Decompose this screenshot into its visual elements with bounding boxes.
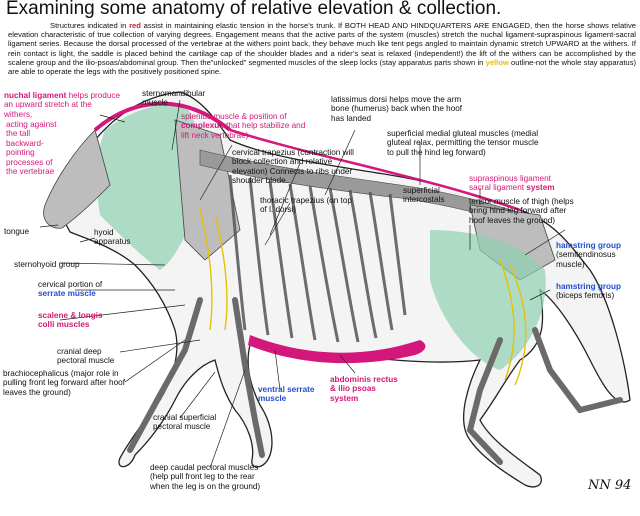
intro-text-3: outline-not the whole stay apparatus) ar… bbox=[8, 57, 636, 77]
label-cranial-superficial-pectoral: cranial superficial pectoral muscle bbox=[153, 413, 217, 432]
label-brachiocephalicus: brachiocephalicus (major role in pulling… bbox=[3, 369, 125, 397]
nuchal-ligament-term: nuchal ligament bbox=[4, 91, 67, 100]
label-ventral-serrate: ventral serrate muscle bbox=[258, 385, 315, 404]
label-cervical-trapezius: cervical trapezius (contraction will blo… bbox=[232, 148, 354, 186]
supraspinous-ligament-red bbox=[229, 128, 521, 212]
label-tongue: tongue bbox=[4, 227, 30, 236]
artist-signature: NN 94 bbox=[588, 478, 632, 493]
label-nuchal-ligament: nuchal ligament helps produce an upward … bbox=[4, 91, 122, 119]
shoulder-blade-bone bbox=[174, 119, 241, 261]
leg-bones bbox=[127, 297, 623, 465]
splenius-desc: that help stabilize and lift neck verteb… bbox=[181, 121, 306, 140]
label-nuchal-ligament-detail: acting against the tall backward-pointin… bbox=[6, 120, 57, 177]
label-serrate-cervical: cervical portion of serrate muscle bbox=[38, 280, 118, 299]
label-scalene-longis: scalene & longis colli muscles bbox=[38, 311, 103, 330]
complexus-term: complexus bbox=[181, 121, 224, 131]
label-deep-caudal-pectoral: deep caudal pectoral muscles (help pull … bbox=[150, 463, 261, 491]
sacral-term: sacral ligament bbox=[469, 183, 525, 193]
hamstring-2-desc: (biceps femoris) bbox=[556, 291, 615, 301]
label-superficial-intercostals: superficial intercostals bbox=[403, 186, 445, 205]
label-cranial-deep-pectoral: cranial deep pectoral muscle bbox=[57, 347, 115, 366]
hamstring-1-term: hamstring group bbox=[556, 241, 622, 250]
label-sternomandibular: sternomandibular muscle bbox=[142, 89, 206, 108]
neck-muscle-region bbox=[96, 103, 202, 270]
label-superficial-gluteal: superficial medial gluteal muscles (medi… bbox=[387, 129, 539, 157]
nuchal-ligament-desc: helps produce an upward stretch at the w… bbox=[4, 91, 121, 119]
hamstring-1-desc: (semitendinosus muscle) bbox=[556, 250, 616, 269]
serrate-muscle-term: serrate muscle bbox=[38, 289, 96, 299]
hindquarter-muscle-region bbox=[430, 230, 546, 370]
intro-paragraph: Structures indicated in red assist in ma… bbox=[8, 21, 636, 76]
label-hyoid-apparatus: hyoid apparatus bbox=[94, 228, 131, 247]
splenius-text: splenius muscle & position of bbox=[181, 112, 287, 121]
serrate-cervical-text: cervical portion of bbox=[38, 280, 103, 289]
label-latissimus-dorsi: latissimus dorsi helps move the arm bone… bbox=[331, 95, 463, 123]
abdominis-red-band bbox=[248, 335, 426, 364]
stay-apparatus-yellow bbox=[199, 209, 527, 386]
system-term: system bbox=[526, 183, 555, 193]
label-hamstring-semitendinosus: hamstring group (semitendinosus muscle) bbox=[556, 241, 640, 269]
label-tensor-muscle: tensor muscle of thigh (helps bring hind… bbox=[469, 197, 574, 225]
nuchal-ligament-red bbox=[93, 101, 232, 132]
intro-yellow-word: yellow bbox=[485, 57, 509, 67]
intro-text-2: assist in maintaining elastic tension in… bbox=[8, 21, 636, 67]
label-sternohyoid: sternohyoid group bbox=[14, 260, 80, 269]
page-title: Examining some anatomy of relative eleva… bbox=[6, 0, 502, 19]
label-splenius: splenius muscle & position of complexus … bbox=[181, 112, 311, 140]
intro-text-1: Structures indicated in bbox=[50, 21, 127, 30]
supraspinous-term: supraspinous ligament bbox=[469, 174, 551, 183]
head-skull bbox=[43, 129, 111, 229]
rib-cage bbox=[228, 174, 407, 343]
label-thoracic-trapezius: thoracic trapezius (on top of l. dorsi) bbox=[260, 196, 352, 215]
label-hamstring-biceps: hamstring group (biceps femoris) bbox=[556, 282, 640, 301]
pointer-lines bbox=[39, 99, 566, 469]
intro-red-word: red bbox=[129, 21, 141, 30]
hamstring-2-term: hamstring group bbox=[556, 282, 622, 291]
label-abdominis-rectus: abdominis rectus & ilio psoas system bbox=[330, 375, 398, 403]
